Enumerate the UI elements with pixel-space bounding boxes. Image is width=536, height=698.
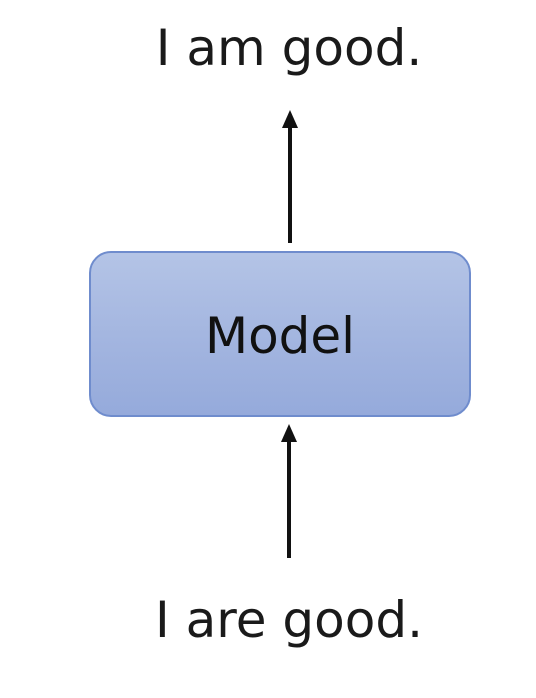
model-label: Model xyxy=(204,307,356,365)
up-arrow-bottom xyxy=(281,424,297,558)
model-box: Model xyxy=(89,251,471,417)
up-arrow-top xyxy=(282,110,298,243)
output-text: I am good. xyxy=(155,19,423,77)
input-text: I are good. xyxy=(155,591,423,649)
